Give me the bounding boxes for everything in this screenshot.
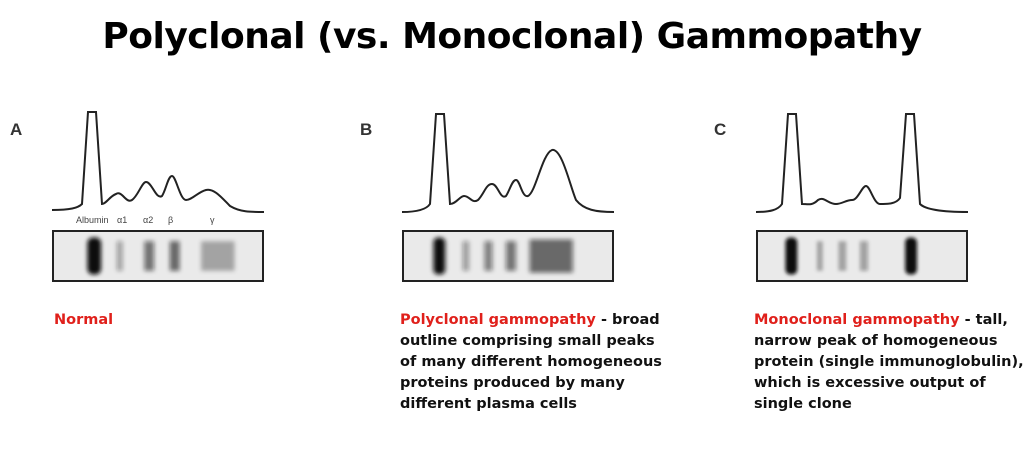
panel-normal: A Albumin α1 α2 β γ Normal bbox=[10, 100, 310, 420]
gel-strip-monoclonal bbox=[756, 230, 968, 282]
gel-band-alpha2 bbox=[484, 241, 493, 271]
fraction-label-alpha1: α1 bbox=[117, 215, 128, 225]
gel-band-beta bbox=[506, 241, 516, 271]
caption-highlight: Normal bbox=[54, 312, 114, 328]
caption-text: - tall, narrow peak of homogeneous prote… bbox=[754, 312, 1024, 412]
caption-polyclonal: Polyclonal gammopathy - broad outline co… bbox=[400, 310, 670, 415]
gel-band-gamma bbox=[529, 239, 573, 273]
electrophoresis-trace-polyclonal bbox=[401, 113, 615, 213]
gel-band-alpha2 bbox=[144, 241, 155, 271]
gel-strip-polyclonal bbox=[402, 230, 614, 282]
fraction-label-albumin: Albumin bbox=[76, 215, 109, 225]
gel-band-monoclonal-spike bbox=[905, 237, 917, 275]
gel-band-alpha1 bbox=[462, 241, 469, 271]
gel-band-beta bbox=[860, 241, 868, 271]
caption-highlight: Polyclonal gammopathy bbox=[400, 312, 596, 328]
gel-band-alpha1 bbox=[816, 241, 823, 271]
caption-text: - broad outline comprising small peaks o… bbox=[400, 312, 662, 412]
panel-letter: C bbox=[714, 120, 727, 139]
gel-band-alpha1 bbox=[116, 241, 123, 271]
panel-letter: A bbox=[10, 120, 23, 139]
gel-band-beta bbox=[169, 241, 180, 271]
fraction-label-beta: β bbox=[168, 215, 174, 225]
caption-normal: Normal bbox=[54, 310, 324, 331]
gel-band-albumin bbox=[785, 237, 798, 275]
caption-highlight: Monoclonal gammopathy bbox=[754, 312, 960, 328]
gel-band-albumin bbox=[433, 237, 446, 275]
panel-letter: B bbox=[360, 120, 373, 139]
page-title: Polyclonal (vs. Monoclonal) Gammopathy bbox=[102, 16, 922, 57]
gel-strip-normal bbox=[52, 230, 264, 282]
caption-monoclonal: Monoclonal gammopathy - tall, narrow pea… bbox=[754, 310, 1024, 415]
electrophoresis-trace-monoclonal bbox=[755, 113, 969, 213]
gel-band-gamma bbox=[201, 241, 235, 271]
electrophoresis-trace-normal bbox=[51, 111, 265, 213]
gel-band-alpha2 bbox=[838, 241, 847, 271]
gel-band-albumin bbox=[87, 237, 102, 275]
fraction-label-alpha2: α2 bbox=[143, 215, 154, 225]
fraction-label-gamma: γ bbox=[210, 215, 215, 225]
panel-monoclonal: C Monoclonal gammopathy - tall, narrow p… bbox=[714, 100, 1024, 420]
panel-polyclonal: B Polyclonal gammopathy - broad outline … bbox=[360, 100, 662, 420]
